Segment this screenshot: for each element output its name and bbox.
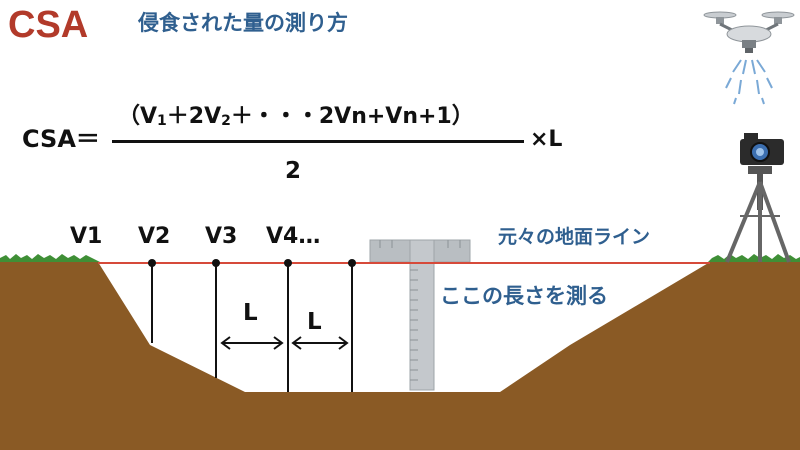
point-v2 [148,259,156,267]
fraction-bar [112,140,524,143]
grass-left [0,254,100,262]
numerator-rest: ＋・・・2Vn+Vn+1） [230,104,474,129]
numerator-sub-1: 1 [157,113,167,129]
camera-tripod-icon [725,133,791,263]
formula-lhs: CSA＝ [22,125,100,153]
numerator-sub-2: 2 [221,113,231,129]
point-label-v3: V3 [205,224,238,249]
interval-arrow-1 [220,336,284,350]
soil-cross-section [0,262,800,450]
point-v4 [284,259,292,267]
measure-label: ここの長さを測る [440,284,608,308]
ground-line-label: 元々の地面ライン [498,226,651,248]
numerator-part-1: ＋2V [166,104,222,129]
point-label-v2: V2 [138,224,171,249]
interval-label-1: L [243,300,258,326]
drone-icon [703,11,795,105]
numerator-open: （V [118,104,158,129]
point-v5 [348,259,356,267]
measurement-verticals [151,263,353,392]
point-label-v1: V1 [70,224,103,249]
interval-label-2: L [307,309,322,335]
measurement-points [148,259,356,267]
point-v3 [212,259,220,267]
interval-arrow-2 [291,336,349,350]
page-title: 侵食された量の測り方 [138,11,348,35]
formula-numerator: （V1＋2V2＋・・・2Vn+Vn+1） [118,104,474,129]
formula-denominator: 2 [285,158,302,184]
logo: CSA [8,4,89,46]
measuring-staff-icon [369,239,471,391]
point-label-v4: V4… [266,224,321,249]
formula-multiplier: ×L [530,127,563,152]
